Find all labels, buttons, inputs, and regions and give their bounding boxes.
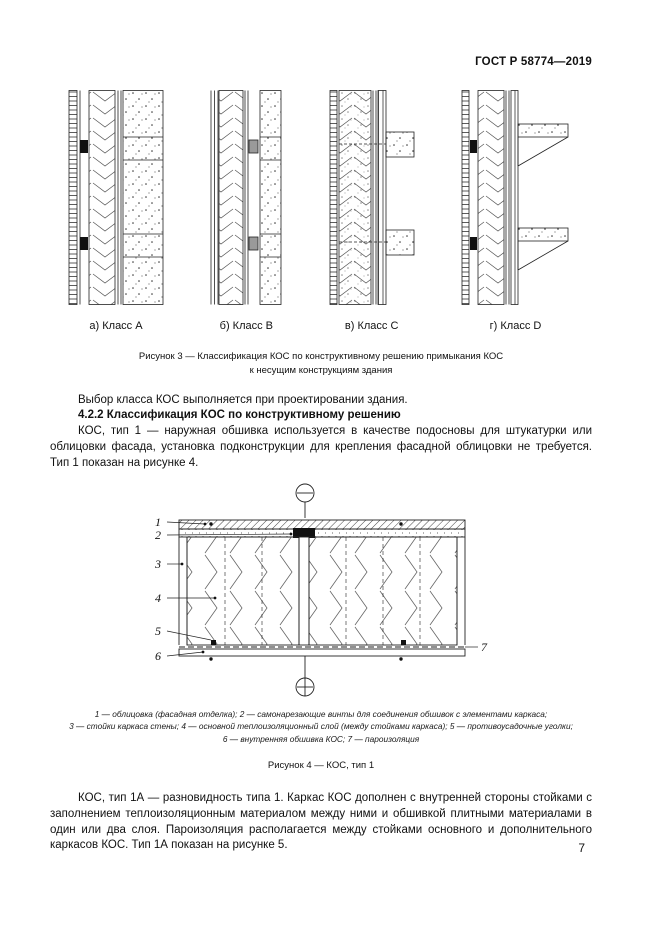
figure3-drawing-class-b bbox=[210, 90, 282, 305]
figure3-panel-d: г) Класс D bbox=[459, 90, 572, 332]
figure3-label-d: г) Класс D bbox=[489, 320, 542, 332]
figure4-callout-6: 6 bbox=[155, 649, 161, 663]
paragraph-type1a: КОС, тип 1А — разновидность типа 1. Карк… bbox=[50, 791, 592, 852]
figure4-callout-3: 3 bbox=[154, 557, 161, 571]
figure3-label-b: б) Класс В bbox=[219, 320, 273, 332]
callout-leaders bbox=[166, 521, 478, 657]
figure4-drawing: 1 2 3 4 5 6 7 bbox=[154, 483, 488, 697]
figure4-callout-2: 2 bbox=[155, 528, 161, 542]
section-mark-bottom-icon bbox=[295, 655, 315, 697]
figure3-panel-a: а) Класс А bbox=[66, 90, 166, 332]
figure3-caption-line2: к несущим конструкциям здания bbox=[249, 364, 393, 376]
legend-line-3: 6 — внутренняя обшивка КОС; 7 — пароизол… bbox=[222, 733, 420, 744]
figure4-callout-4: 4 bbox=[155, 591, 161, 605]
figure3-drawing-class-d bbox=[461, 90, 569, 305]
figure4-callout-1: 1 bbox=[155, 515, 161, 529]
page-number: 7 bbox=[578, 841, 585, 855]
wall-assembly bbox=[178, 519, 466, 661]
figure3: а) Класс А bbox=[50, 90, 592, 332]
figure4-caption: Рисунок 4 — КОС, тип 1 bbox=[267, 760, 375, 772]
figure4-callout-5: 5 bbox=[155, 624, 161, 638]
figure3-label-c: в) Класс С bbox=[344, 320, 399, 332]
figure3-drawing-class-c bbox=[329, 90, 415, 305]
figure4: 1 2 3 4 5 6 7 bbox=[50, 482, 592, 702]
legend-line-1: 1 — облицовка (фасадная отделка); 2 — са… bbox=[94, 708, 548, 719]
figure4-callout-7: 7 bbox=[481, 640, 488, 654]
section-mark-top-icon bbox=[295, 483, 315, 518]
legend-line-2: 3 — стойки каркаса стены; 4 — основной т… bbox=[69, 721, 573, 732]
figure3-drawing-class-a bbox=[68, 90, 164, 305]
figure3-caption: Рисунок 3 — Классификация КОС по констру… bbox=[50, 350, 592, 378]
body-text-block: Выбор класса КОС выполняется при проекти… bbox=[50, 393, 592, 472]
callout-dots bbox=[180, 522, 293, 654]
paragraph-intro: Выбор класса КОС выполняется при проекти… bbox=[78, 393, 408, 406]
figure3-panel-c: в) Класс С bbox=[327, 90, 417, 332]
doc-number: ГОСТ Р 58774—2019 bbox=[475, 56, 592, 68]
figure4-legend: 1 — облицовка (фасадная отделка); 2 — са… bbox=[50, 708, 592, 745]
heading-4-2-2: 4.2.2 Классификация КОС по конструктивно… bbox=[78, 409, 401, 422]
paragraph-type1: КОС, тип 1 — наружная обшивка использует… bbox=[50, 425, 592, 469]
figure3-caption-line1: Рисунок 3 — Классификация КОС по констру… bbox=[138, 351, 504, 362]
figure3-label-a: а) Класс А bbox=[89, 320, 143, 332]
figure3-panel-b: б) Класс В bbox=[208, 90, 284, 332]
